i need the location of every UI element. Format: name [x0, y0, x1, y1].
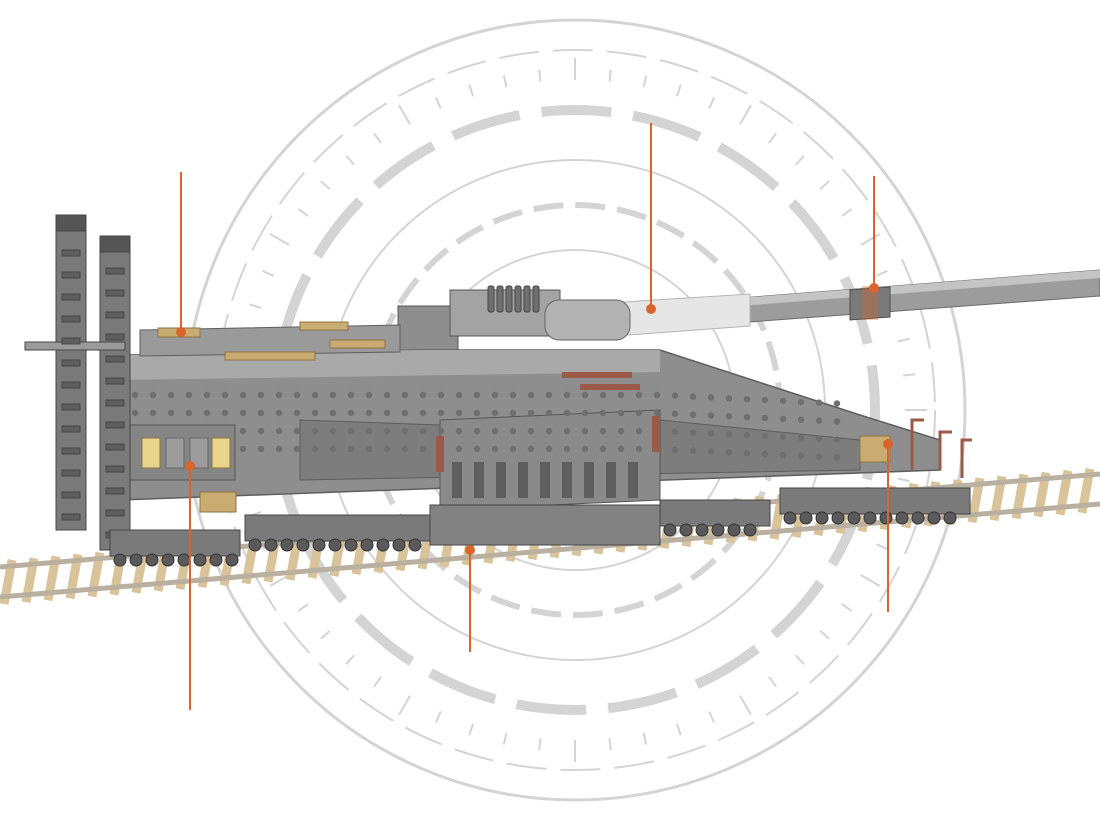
- wheel-bogies: [109, 487, 971, 567]
- gun-barrel: [559, 269, 1100, 341]
- callout-turret-top: [176, 172, 186, 337]
- callout-lines: [176, 123, 893, 710]
- callout-barrel-mid: [646, 123, 656, 314]
- recoil-assembly: [397, 285, 631, 359]
- rust-details: [436, 372, 660, 472]
- gun-carriage-hull: [119, 324, 941, 511]
- front-masts: [24, 214, 131, 551]
- callout-barrel-clamp: [869, 176, 879, 293]
- rear-handrails: [910, 418, 972, 478]
- callout-rear-crate: [883, 439, 893, 612]
- callout-cab-window: [185, 461, 195, 710]
- callout-bogie-center: [465, 545, 475, 652]
- front-cab: [129, 424, 236, 481]
- railway-gun-model: [24, 214, 1100, 567]
